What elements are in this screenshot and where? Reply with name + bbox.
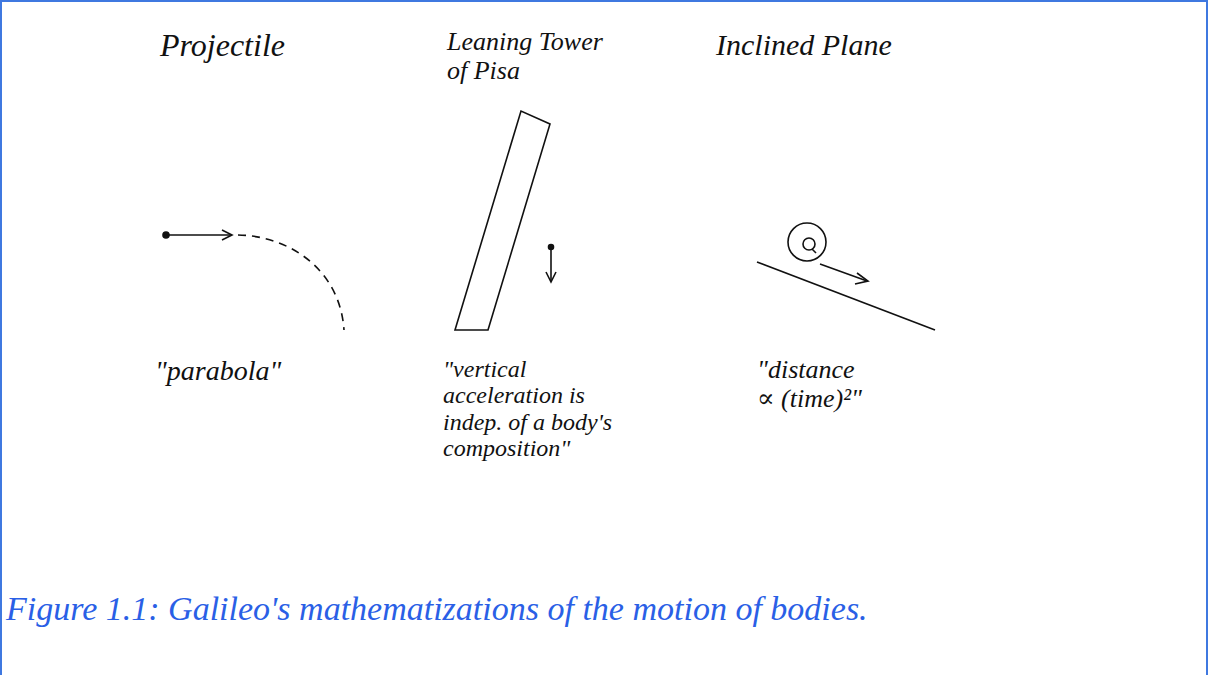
note-text: "vertical acceleration is indep. of a bo…	[443, 356, 643, 462]
tower-figure	[455, 111, 556, 330]
frame-line	[0, 0, 1208, 2]
figure-caption: Figure 1.1: Galileo's mathematizations o…	[6, 590, 868, 627]
frame-line	[0, 1, 2, 675]
note-text: "distance ∝ (time)²"	[757, 356, 869, 413]
note-text: "parabola"	[155, 356, 355, 387]
projectile-figure	[163, 230, 344, 330]
column-heading: Inclined Plane	[716, 28, 956, 61]
column-heading: Projectile	[160, 28, 360, 63]
frame-line	[1206, 0, 1208, 675]
inclined-plane-figure	[757, 223, 935, 330]
column-heading: Leaning Tower of Pisa	[447, 28, 612, 85]
